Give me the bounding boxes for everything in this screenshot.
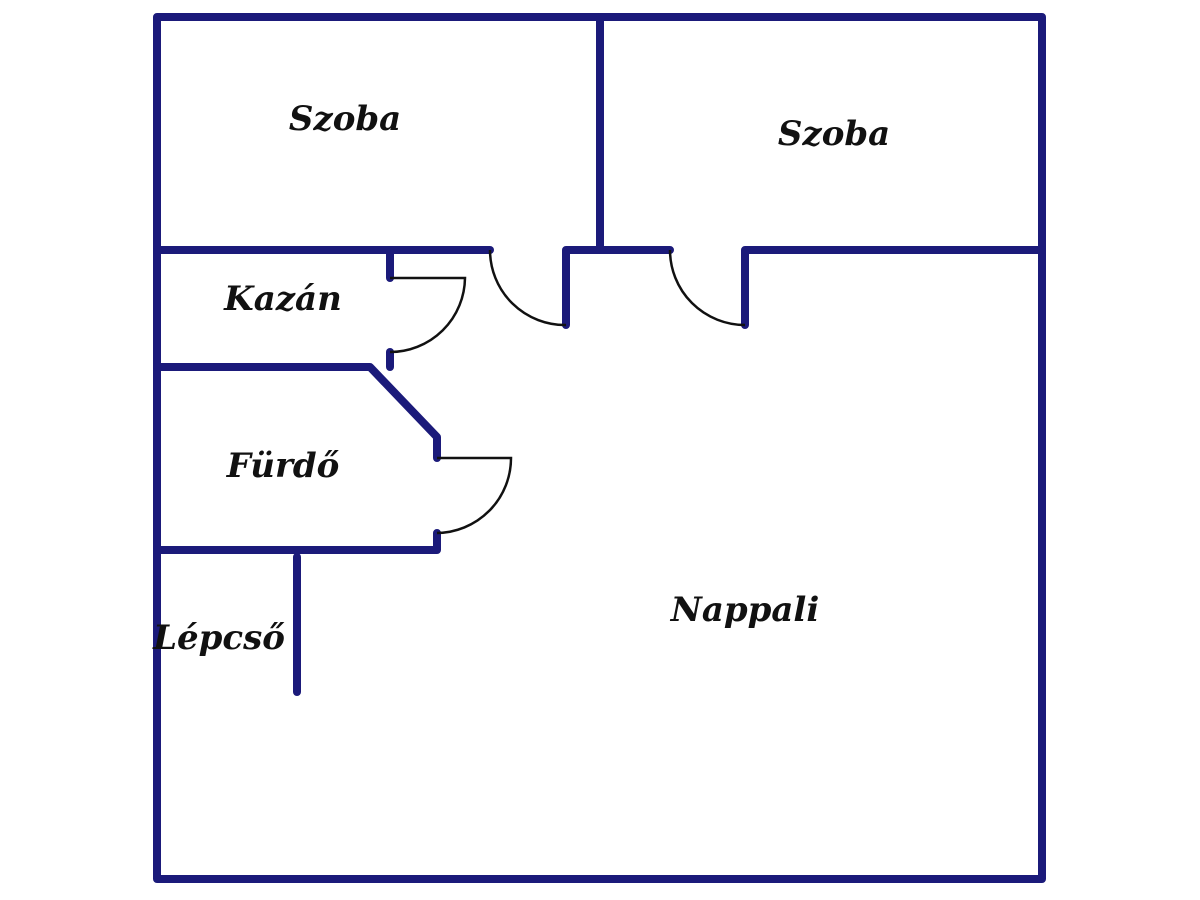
room-label-furdo: Fürdő xyxy=(226,446,340,486)
walls xyxy=(153,13,1046,883)
wall-bedrooms-bottom-right xyxy=(741,246,1046,329)
door-furdo xyxy=(436,456,513,535)
room-label-szoba-left: Szoba xyxy=(289,99,401,139)
room-label-nappali: Nappali xyxy=(670,590,820,630)
room-label-szoba-right: Szoba xyxy=(778,114,890,154)
room-label-kazan: Kazán xyxy=(223,279,342,319)
door-left-bedroom xyxy=(488,249,567,327)
wall-kazan-furdo xyxy=(153,363,441,462)
door-kazan xyxy=(389,276,467,354)
wall-bedrooms-bottom-middle xyxy=(562,246,674,329)
doors xyxy=(389,249,746,535)
room-labels: Szoba Szoba Kazán Fürdő Lépcső Nappali xyxy=(152,99,890,658)
door-right-bedroom xyxy=(668,249,746,327)
room-label-lepcso: Lépcső xyxy=(152,618,285,658)
wall-furdo-bottom xyxy=(153,529,441,554)
